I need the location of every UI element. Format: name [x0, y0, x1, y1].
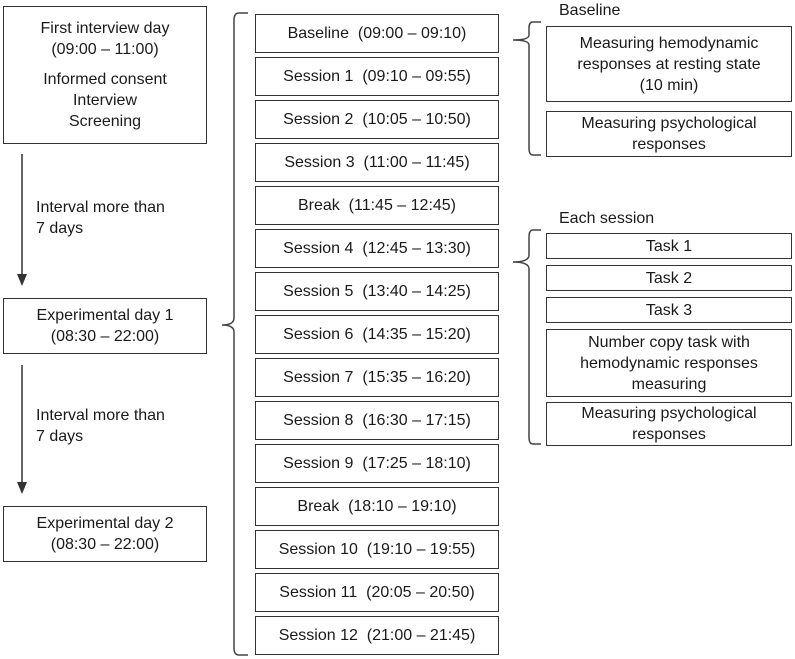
baseline-bracket: [512, 21, 541, 156]
schedule-item: Session 2 (10:05 – 10:50): [255, 100, 499, 139]
experimental-day-1-box: Experimental day 1 (08:30 – 22:00): [3, 298, 207, 354]
task-1-box: Task 1: [546, 233, 792, 259]
task-2-box: Task 2: [546, 265, 792, 291]
schedule-item: Session 11 (20:05 – 20:50): [255, 573, 499, 612]
schedule-item: Session 5 (13:40 – 14:25): [255, 272, 499, 311]
baseline-psychological-box: Measuring psychological responses: [546, 111, 792, 157]
experimental-day-2-box: Experimental day 2 (08:30 – 22:00): [3, 506, 207, 562]
schedule-item: Break (18:10 – 19:10): [255, 487, 499, 526]
first-interview-day-box: First interview day (09:00 – 11:00) Info…: [3, 6, 207, 144]
schedule-item: Session 12 (21:00 – 21:45): [255, 616, 499, 655]
baseline-heading: Baseline: [559, 2, 621, 19]
first-day-title: First interview day: [40, 20, 170, 37]
number-copy-task-box: Number copy task with hemodynamic respon…: [546, 329, 792, 397]
schedule-bracket: [221, 12, 248, 656]
schedule-item: Break (11:45 – 12:45): [255, 186, 499, 225]
schedule-item: Session 3 (11:00 – 11:45): [255, 143, 499, 182]
exp-day-2-title: Experimental day 2: [36, 515, 174, 532]
schedule-item: Session 4 (12:45 – 13:30): [255, 229, 499, 268]
arrow-interval-1: [17, 154, 27, 286]
schedule-item: Session 1 (09:10 – 09:55): [255, 57, 499, 96]
schedule-item: Session 10 (19:10 – 19:55): [255, 530, 499, 569]
session-psychological-box: Measuring psychological responses: [546, 402, 792, 446]
baseline-hemodynamic-box: Measuring hemodynamic responses at resti…: [546, 26, 792, 102]
schedule-item: Session 6 (14:35 – 15:20): [255, 315, 499, 354]
activity-interview: Interview: [72, 92, 138, 109]
schedule-item: Baseline (09:00 – 09:10): [255, 14, 499, 53]
schedule-item: Session 9 (17:25 – 18:10): [255, 444, 499, 483]
exp-day-1-title: Experimental day 1: [36, 307, 174, 324]
schedule-item: Session 8 (16:30 – 17:15): [255, 401, 499, 440]
each-session-heading: Each session: [559, 210, 655, 227]
each-session-bracket: [512, 229, 541, 445]
schedule-item: Session 7 (15:35 – 16:20): [255, 358, 499, 397]
interval-1-label: Interval more than 7 days: [36, 199, 165, 237]
exp-day-2-time: (08:30 – 22:00): [50, 536, 160, 553]
arrow-interval-2: [17, 365, 27, 494]
first-day-time: (09:00 – 11:00): [51, 41, 159, 58]
activity-consent: Informed consent: [43, 71, 167, 88]
task-3-box: Task 3: [546, 297, 792, 323]
interval-2-label: Interval more than 7 days: [36, 407, 165, 445]
activity-screening: Screening: [68, 113, 142, 130]
exp-day-1-time: (08:30 – 22:00): [50, 328, 160, 345]
